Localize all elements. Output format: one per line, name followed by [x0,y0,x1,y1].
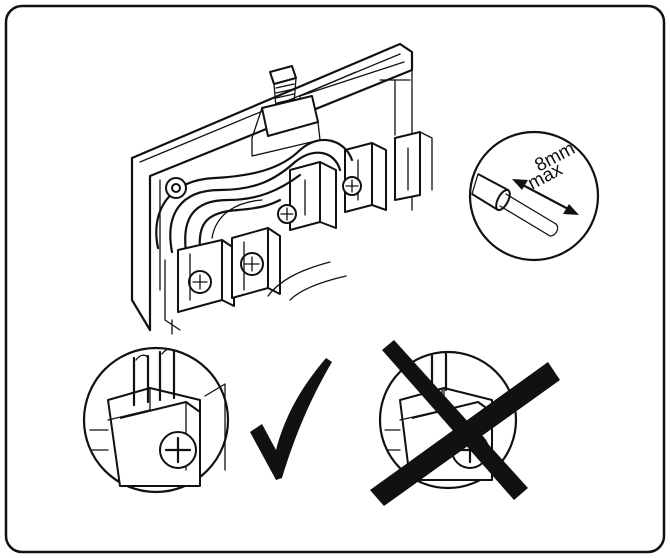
arrow-head-right [563,204,579,215]
strip-length-arrow [517,181,574,213]
cross-icon [370,340,560,506]
arrow-head-left [512,179,528,190]
wire-bundle [155,139,354,254]
clamp-screw [251,65,321,157]
strip-length-detail: 8mm max [468,130,600,262]
diagram-border [4,4,666,554]
front-terminals [164,227,347,335]
terminal-posts [277,131,433,231]
strip-length-detail-circle [468,130,600,262]
correct-wiring-detail [82,346,230,494]
check-icon [250,358,332,480]
terminal-block-illustration [130,42,433,335]
